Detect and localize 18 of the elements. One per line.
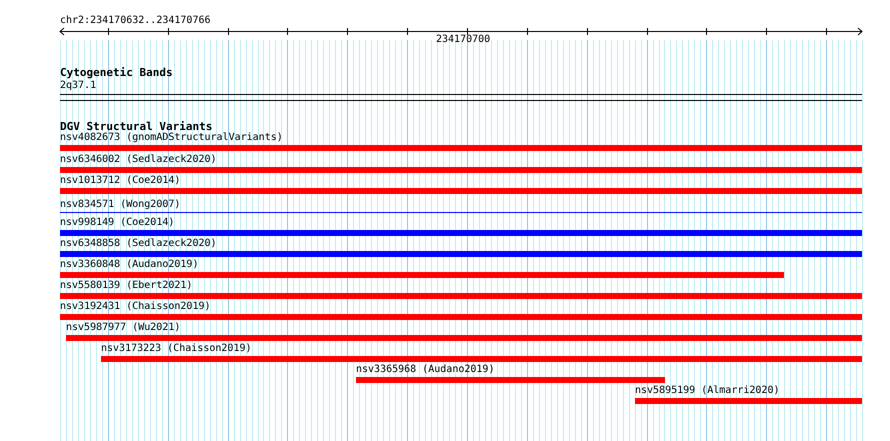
variant-label: nsv5895199 (Almarri2020) [635, 385, 780, 397]
variant-label: nsv5987977 (Wu2021) [66, 322, 180, 334]
variant-label: nsv5580139 (Ebert2021) [60, 280, 192, 292]
tick-label: 234170700 [436, 34, 490, 46]
variant-label: nsv3192431 (Chaisson2019) [60, 301, 211, 313]
track-title: Cytogenetic Bands [60, 67, 173, 79]
variant-label: nsv6348858 (Sedlazeck2020) [60, 238, 217, 250]
variant-label: nsv3173223 (Chaisson2019) [101, 343, 252, 355]
variant-label: nsv1013712 (Coe2014) [60, 175, 180, 187]
variant-label: nsv3365968 (Audano2019) [356, 364, 494, 376]
variant-label: nsv998149 (Coe2014) [60, 217, 174, 229]
variant-label: nsv4082673 (gnomADStructuralVariants) [60, 132, 283, 144]
variant-label: nsv834571 (Wong2007) [60, 199, 180, 211]
track-title: DGV Structural Variants [60, 121, 212, 133]
coordinate-range: chr2:234170632..234170766 [60, 15, 211, 27]
band-name: 2q37.1 [60, 80, 96, 92]
variant-label: nsv3360848 (Audano2019) [60, 259, 198, 271]
variant-label: nsv6346002 (Sedlazeck2020) [60, 154, 217, 166]
